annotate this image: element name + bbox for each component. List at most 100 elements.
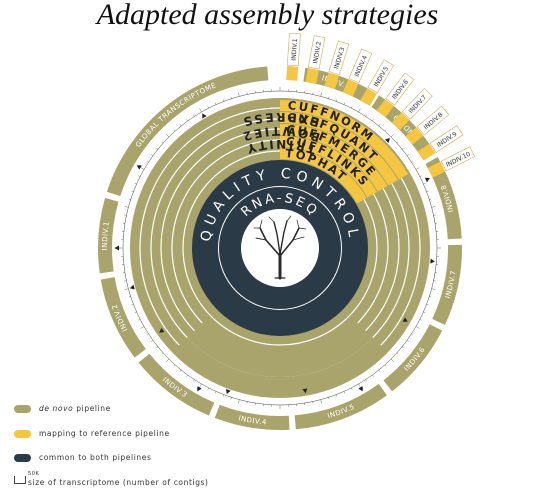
scale-tick (384, 129, 387, 132)
scale-tick (207, 387, 209, 390)
scale-tick (222, 394, 224, 397)
mapping-tab-box-1 (286, 32, 301, 67)
scale-tick (372, 374, 374, 377)
mapping-tab-4: INDIV.4 (342, 48, 373, 97)
mapping-tab-block-5 (360, 88, 377, 106)
scale-tick (401, 147, 404, 150)
scale-tick (423, 183, 426, 185)
mapping-tab-block-3 (324, 72, 340, 90)
segment-indiv-6 (383, 324, 443, 392)
scale-tick (411, 333, 414, 335)
scale-bar-icon: 50K (14, 471, 39, 484)
scale-tick (336, 394, 338, 397)
mapping-tab-box-4 (348, 48, 373, 84)
ring-marker (402, 317, 408, 322)
scale-tick (199, 383, 202, 388)
mapping-tab-box-10 (440, 146, 476, 172)
legend-item-common: common to both pipelines (14, 453, 151, 462)
ring-marker (197, 386, 202, 392)
segment-indiv-10 (303, 67, 374, 104)
ring-marker (430, 258, 435, 264)
scale-tick (166, 358, 170, 362)
mapping-tab-box-9 (429, 125, 464, 153)
scale-tick (343, 391, 345, 394)
scale-tick (390, 358, 394, 362)
scale-tick (179, 369, 182, 372)
segment-global-transcriptome (106, 66, 269, 197)
scale-tick (186, 374, 188, 377)
ring-marker (424, 177, 430, 183)
legend-label-denovo: de novo pipeline (39, 404, 111, 413)
scale-tick (131, 304, 134, 306)
mapping-tab-1: INDIV.1 (286, 32, 301, 81)
mapping-tab-3: INDIV.3 (324, 40, 350, 90)
segment-indiv-5 (294, 383, 387, 430)
ring-marker (114, 245, 119, 251)
scale-tick (161, 352, 164, 355)
mapping-tab-block-9 (417, 143, 436, 161)
denovo-tool-bowtie2: BOWTIE2 (238, 124, 321, 145)
scale-tick (128, 198, 131, 200)
mapping-tab-block-7 (391, 112, 410, 131)
scale-tick (415, 326, 420, 329)
scale-tick (173, 129, 176, 132)
scale-tick (124, 206, 129, 208)
scale-tick (358, 383, 361, 388)
ring-marker (358, 386, 363, 392)
mapping-tab-block-4 (342, 79, 359, 97)
scale-tick (351, 387, 353, 390)
scale-tick (411, 161, 414, 163)
legend-label-common: common to both pipelines (39, 453, 152, 462)
scale-tick (365, 379, 367, 382)
scale-tick (138, 319, 141, 321)
legend-label-denovo-rest: pipeline (73, 404, 111, 413)
ring-marker (202, 113, 207, 119)
scale-tick (429, 198, 432, 200)
ring-marker (226, 389, 231, 395)
scale-tick (140, 167, 145, 170)
scale-tick (390, 134, 394, 138)
mapping-tab-block-8 (405, 127, 424, 145)
denovo-band-3 (177, 337, 383, 391)
segment-indiv-2 (100, 277, 146, 358)
scale-tick (186, 119, 188, 122)
scale-tick (173, 364, 176, 367)
segment-indiv-3 (138, 353, 215, 416)
scale-tick (146, 333, 149, 335)
segment-indiv-7 (432, 244, 462, 325)
scale-tick (156, 147, 159, 150)
scale-tick (238, 399, 240, 404)
segment-indiv-8 (425, 157, 462, 240)
tree-branch (255, 237, 267, 241)
mapping-tab-box-8 (416, 105, 450, 136)
scale-label: size of transcriptome (number of contigs… (28, 478, 209, 487)
scale-tick (193, 379, 195, 382)
scale-tick (406, 154, 409, 156)
scale-tick (336, 99, 338, 102)
scale-tick (358, 108, 361, 113)
mapping-tab-block-10 (427, 161, 446, 178)
mapping-tab-box-2 (307, 35, 326, 70)
scale-tick (230, 96, 232, 99)
mapping-tab-box-5 (367, 59, 394, 94)
scale-tick (146, 161, 149, 163)
scale-tick (406, 340, 409, 342)
scale-tick (151, 340, 154, 342)
scale-tick (423, 311, 426, 313)
scale-tick (134, 183, 137, 185)
scale-tick (384, 364, 387, 367)
scale-tick (222, 99, 224, 102)
tree-branch (273, 221, 281, 255)
ring-marker (385, 138, 390, 143)
segment-indiv-4 (214, 404, 290, 431)
mapping-band-cuffmerge (280, 124, 388, 192)
scale-tick (156, 346, 159, 349)
mapping-band-cuffnorm (280, 100, 409, 180)
legend-label-denovo-italic: de novo (39, 404, 74, 413)
segment-indiv-1 (97, 197, 119, 274)
scale-tick (199, 108, 202, 113)
scale-tick (396, 352, 399, 355)
mapping-tab-label-1: INDIV.1 (291, 38, 300, 61)
scale-tick (151, 154, 154, 156)
